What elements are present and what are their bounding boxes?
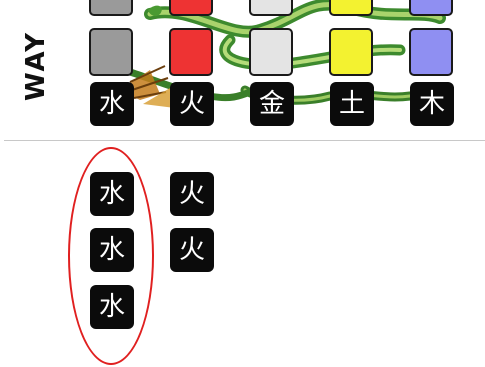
fire-tile[interactable]: 火 — [170, 82, 214, 126]
wood-slot — [409, 28, 453, 76]
metal-slot — [249, 28, 293, 76]
earth-tile[interactable]: 土 — [330, 82, 374, 126]
hand-fire-tile-1[interactable]: 火 — [170, 172, 214, 216]
hand-fire-tile-2[interactable]: 火 — [170, 228, 214, 272]
metal-tile[interactable]: 金 — [250, 82, 294, 126]
way-label: WAY — [14, 6, 58, 126]
wood-tile[interactable]: 木 — [410, 82, 454, 126]
fire-slot-top — [169, 0, 213, 16]
water-slot — [89, 28, 133, 76]
water-tile[interactable]: 水 — [90, 82, 134, 126]
highlight-circle — [68, 147, 154, 365]
fire-slot — [169, 28, 213, 76]
metal-slot-top — [249, 0, 293, 16]
way-banner: WAY 水 火 金 土 木 — [0, 0, 485, 142]
wood-slot-top — [409, 0, 453, 16]
way-label-text: WAY — [21, 31, 52, 101]
banner-divider — [4, 140, 485, 141]
earth-slot-top — [329, 0, 373, 16]
earth-slot — [329, 28, 373, 76]
water-slot-top — [89, 0, 133, 16]
